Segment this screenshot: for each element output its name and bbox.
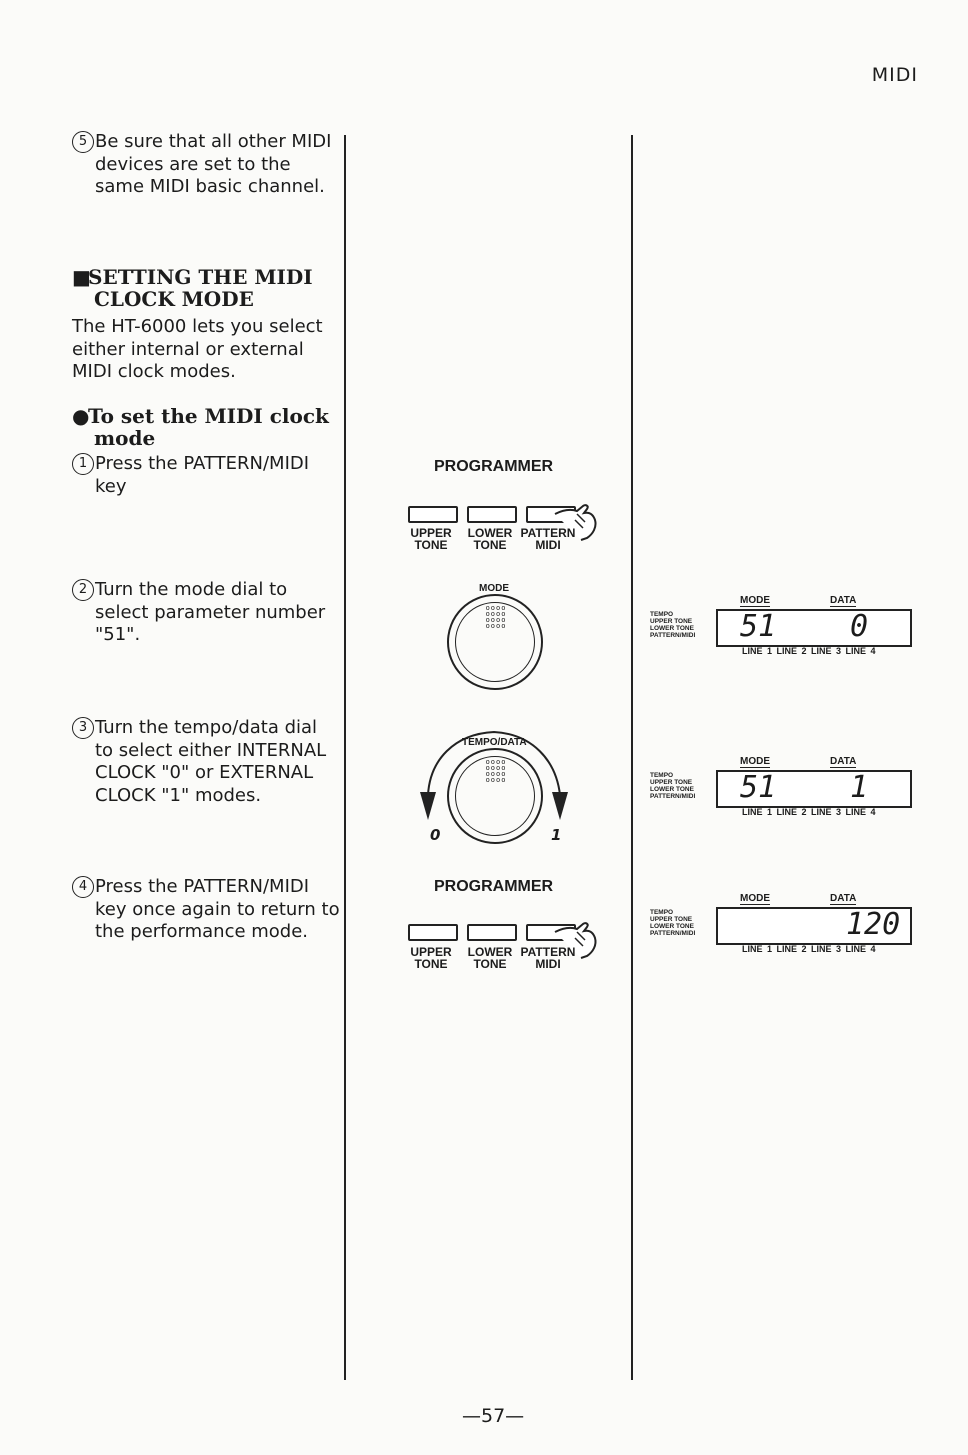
lcd-mode-label: MODE — [740, 756, 770, 768]
tempo-dial-min-value: 0 — [430, 826, 441, 844]
step-number-badge: 5 — [72, 131, 94, 153]
column-rule-right — [631, 135, 633, 1380]
subheading-line-2: mode — [94, 426, 156, 450]
step-3: 3 Turn the tempo/data dial to select eit… — [72, 717, 334, 807]
tempo-dial-label: TEMPO/DATA — [462, 737, 527, 748]
lcd-line-labels: LINE 1 LINE 2 LINE 3 LINE 4 — [742, 807, 876, 817]
lcd-mode-label: MODE — [740, 595, 770, 607]
lcd-mode-label: MODE — [740, 893, 770, 905]
programmer-title: PROGRAMMER — [434, 458, 554, 475]
pressing-hand-icon — [554, 922, 597, 959]
page-number: —57— — [462, 1405, 525, 1427]
programmer-title: PROGRAMMER — [434, 878, 554, 895]
tempo-dial-knob — [455, 756, 535, 836]
upper-tone-key[interactable] — [408, 506, 458, 523]
lower-tone-key[interactable] — [467, 506, 517, 523]
lcd-data-label: DATA — [830, 893, 857, 905]
lcd-data-value: 120 — [846, 907, 901, 942]
lcd-screen: 120 — [716, 907, 912, 945]
round-bullet-icon: ● — [72, 404, 90, 428]
intro-paragraph: The HT-6000 lets you select either inter… — [72, 316, 323, 382]
step-2: 2 Turn the mode dial to select parameter… — [72, 579, 332, 647]
subheading-line-1: To set the MIDI clock — [88, 404, 329, 428]
step-text: Press the PATTERN/MIDI key once again to… — [95, 876, 340, 942]
lcd-screen: 51 0 — [716, 609, 912, 647]
lcd-mode-value: 51 — [740, 770, 777, 805]
lcd-data-value: 0 — [850, 609, 869, 644]
lcd-mode-value: 51 — [740, 609, 777, 644]
section-header: MIDI — [871, 64, 918, 86]
step-text: Be sure that all other MIDI devices are … — [95, 131, 332, 197]
lcd-data-label: DATA — [830, 756, 857, 768]
lower-tone-key[interactable] — [467, 924, 517, 941]
step-number-badge: 3 — [72, 717, 94, 739]
mode-dial-label: MODE — [479, 583, 509, 594]
step-text: Turn the tempo/data dial to select eithe… — [95, 717, 327, 806]
tempo-dial-max-value: 1 — [551, 826, 562, 844]
square-bullet-icon: ■ — [72, 265, 91, 289]
lcd-data-label: DATA — [830, 595, 857, 607]
rotation-arrows-icon — [420, 730, 568, 820]
heading-line-1: SETTING THE MIDI — [88, 265, 313, 289]
step-text: Turn the mode dial to select parameter n… — [95, 579, 326, 645]
heading-line-2: CLOCK MODE — [94, 287, 254, 311]
step-number-badge: 4 — [72, 876, 94, 898]
upper-tone-key[interactable] — [408, 924, 458, 941]
lcd-line-labels: LINE 1 LINE 2 LINE 3 LINE 4 — [742, 944, 876, 954]
pressing-hand-icon — [554, 504, 597, 541]
section-heading: ■SETTING THE MIDI CLOCK MODE — [72, 266, 342, 310]
step-1: 1 Press the PATTERN/MIDI key — [72, 453, 322, 498]
lcd-data-value: 1 — [850, 770, 869, 805]
sub-heading: ●To set the MIDI clock mode — [72, 405, 342, 449]
mode-dial-knob — [455, 602, 535, 682]
lcd-line-labels: LINE 1 LINE 2 LINE 3 LINE 4 — [742, 646, 876, 656]
step-number-badge: 2 — [72, 579, 94, 601]
step-number-badge: 1 — [72, 453, 94, 475]
step-5: 5 Be sure that all other MIDI devices ar… — [72, 131, 334, 199]
lcd-screen: 51 1 — [716, 770, 912, 808]
step-text: Press the PATTERN/MIDI key — [95, 453, 310, 497]
step-4: 4 Press the PATTERN/MIDI key once again … — [72, 876, 340, 944]
column-rule-left — [344, 135, 346, 1380]
